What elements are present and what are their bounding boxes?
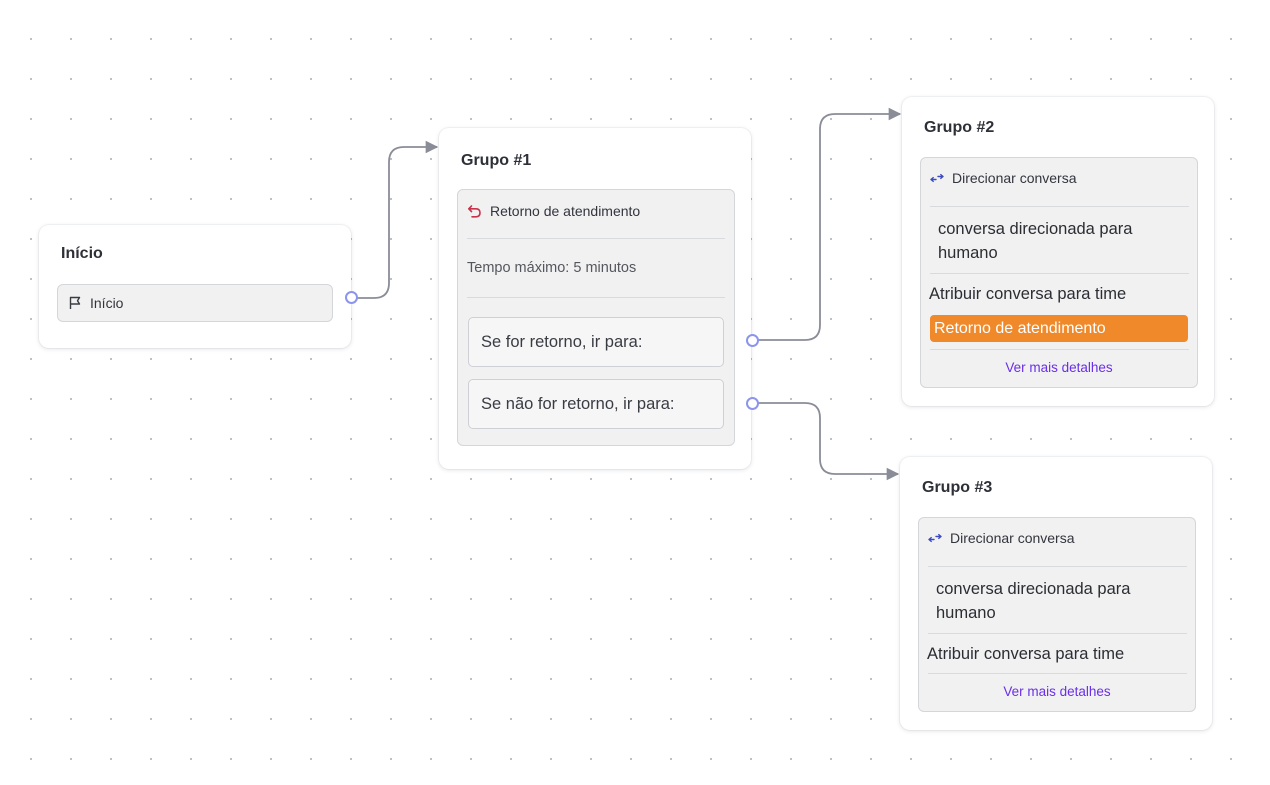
divider: [930, 273, 1189, 274]
redirect-description: conversa direcionada para humano: [938, 220, 1133, 262]
edge-return-to-grupo2[interactable]: [752, 107, 902, 341]
divider: [467, 238, 725, 239]
step-title: Direcionar conversa: [952, 170, 1077, 186]
max-time-text: Tempo máximo: 5 minutos: [467, 260, 637, 276]
option-no-return[interactable]: Se não for retorno, ir para:: [468, 379, 724, 429]
divider: [930, 349, 1189, 350]
flag-icon: [68, 296, 82, 310]
step-title: Retorno de atendimento: [490, 203, 641, 219]
node-inicio[interactable]: Início Início: [39, 225, 351, 348]
step-header: Retorno de atendimento: [467, 200, 640, 222]
divider: [928, 673, 1187, 674]
output-handle-inicio[interactable]: [345, 291, 358, 304]
step-title: Direcionar conversa: [950, 530, 1075, 546]
redirect-description: conversa direcionada para humano: [936, 580, 1131, 622]
divider: [928, 566, 1187, 567]
redirect-arrows-icon: [930, 172, 944, 184]
start-step-label: Início: [90, 295, 124, 311]
redirect-step-block[interactable]: Direcionar conversa conversa direcionada…: [920, 157, 1198, 388]
start-step[interactable]: Início: [57, 284, 333, 322]
divider: [928, 633, 1187, 634]
assign-team-text: Atribuir conversa para time: [927, 645, 1125, 663]
see-more-details-link[interactable]: Ver mais detalhes: [1005, 360, 1113, 375]
team-tag: Retorno de atendimento: [930, 315, 1188, 342]
edge-no-return-to-grupo3[interactable]: [752, 402, 900, 481]
output-handle-no-return[interactable]: [746, 397, 759, 410]
step-header: Direcionar conversa: [928, 527, 1075, 549]
return-step-block[interactable]: Retorno de atendimento Tempo máximo: 5 m…: [457, 189, 735, 446]
see-more-details-link[interactable]: Ver mais detalhes: [1003, 684, 1111, 699]
divider: [467, 297, 725, 298]
redirect-arrows-icon: [928, 532, 942, 544]
divider: [930, 206, 1189, 207]
node-title: Grupo #3: [922, 479, 993, 496]
edge-inicio-to-grupo1[interactable]: [352, 140, 439, 299]
step-header: Direcionar conversa: [930, 167, 1077, 189]
node-grupo-3[interactable]: Grupo #3 Direcionar conversa conversa di…: [900, 457, 1212, 730]
node-grupo-1[interactable]: Grupo #1 Retorno de atendimento Tempo má…: [439, 128, 751, 469]
node-title: Grupo #1: [461, 152, 532, 169]
node-grupo-2[interactable]: Grupo #2 Direcionar conversa conversa di…: [902, 97, 1214, 406]
node-title: Grupo #2: [924, 119, 995, 136]
assign-team-text: Atribuir conversa para time: [929, 285, 1127, 303]
node-title: Início: [61, 245, 103, 262]
option-return[interactable]: Se for retorno, ir para:: [468, 317, 724, 367]
output-handle-return[interactable]: [746, 334, 759, 347]
return-arrow-icon: [467, 204, 482, 219]
redirect-step-block[interactable]: Direcionar conversa conversa direcionada…: [918, 517, 1196, 712]
